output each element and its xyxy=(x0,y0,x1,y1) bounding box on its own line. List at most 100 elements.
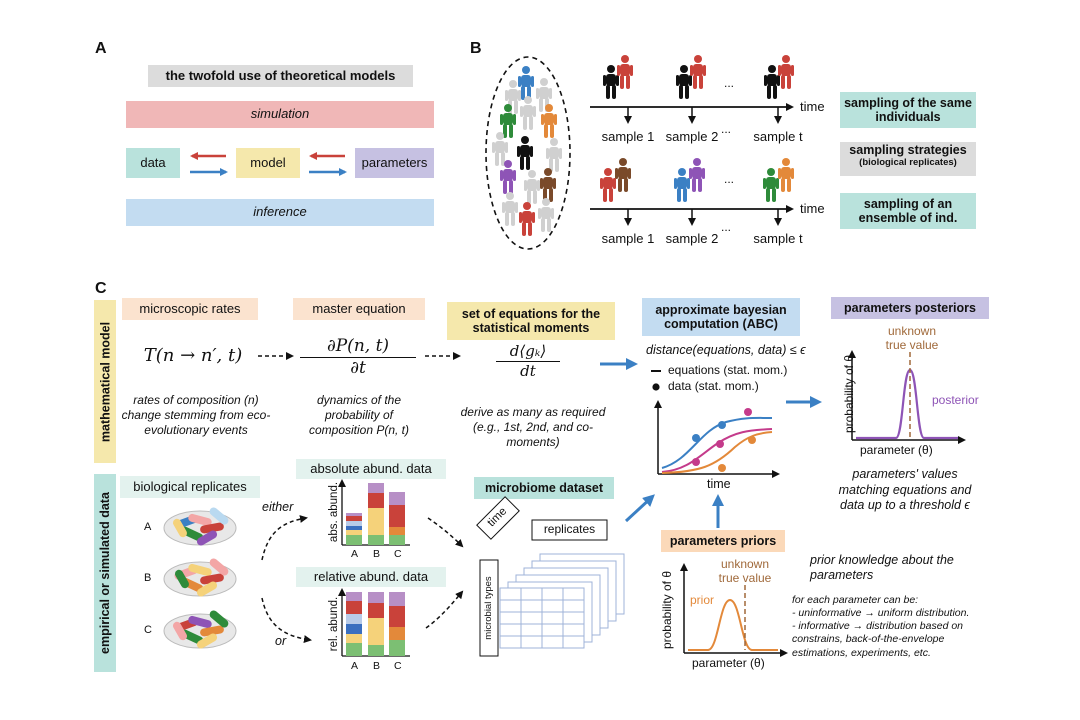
arrow-rel-to-dataset xyxy=(425,590,464,629)
prior-xlabel: parameter (θ) xyxy=(692,656,765,670)
ellipsis-bottom: ... xyxy=(724,172,735,186)
posteriors-title: parameters posteriors xyxy=(843,300,976,315)
side-data-bar xyxy=(94,474,116,672)
dataset-tag xyxy=(474,477,614,499)
replicate-a-cells xyxy=(163,507,237,546)
ellipsis-samples-bottom: ... xyxy=(721,220,732,234)
replicate-c-cells xyxy=(163,610,237,649)
time-label-bottom: time xyxy=(800,201,825,216)
arrow-abs-to-dataset xyxy=(427,517,464,548)
inference-label: inference xyxy=(253,204,307,220)
abc-time-label: time xyxy=(707,477,731,491)
posteriors-tag xyxy=(831,297,989,319)
panel-b-letter: B xyxy=(470,40,482,57)
replicate-b-cells xyxy=(163,558,237,597)
replicate-a-letter: A xyxy=(144,521,152,533)
sample-t-bottom: sample t xyxy=(753,230,803,246)
sample-1-top: sample 1 xyxy=(601,128,655,144)
title-box xyxy=(148,65,413,87)
curve-orange xyxy=(661,431,773,474)
side-model-bar xyxy=(94,300,116,463)
data-label: data xyxy=(140,154,166,170)
dataset-title: microbiome dataset xyxy=(484,480,604,495)
simulation-band xyxy=(126,101,434,128)
top-people xyxy=(603,55,794,99)
moments-caption: derive as many as required (e.g., 1st, 2… xyxy=(460,405,606,449)
population-people xyxy=(492,66,562,236)
post-curve-label: posterior xyxy=(932,393,979,407)
curve-blue xyxy=(661,416,773,469)
master-formula: ∂P(n, t) ∂t xyxy=(300,336,416,378)
replicate-c-letter: C xyxy=(144,624,152,636)
time-label-top: time xyxy=(800,99,825,114)
rel-bar-c-label: C xyxy=(394,660,402,672)
rates-caption: rates of composition (n) change stemming… xyxy=(121,393,271,437)
priors-title: parameters priors xyxy=(669,533,777,548)
posterior-plot xyxy=(848,350,966,444)
sample-t-top: sample t xyxy=(753,128,803,144)
strategies-title: sampling strategies xyxy=(849,143,967,157)
bottom-people xyxy=(600,158,794,202)
abs-ylabel: abs. abund. xyxy=(328,481,341,543)
post-xlabel: parameter (θ) xyxy=(860,443,933,457)
moment-numerator: d⟨gₖ⟩ xyxy=(496,342,560,362)
simulation-label: simulation xyxy=(250,106,310,122)
replicate-b-letter: B xyxy=(144,572,152,584)
moments-title: set of equations for the statistical mom… xyxy=(461,306,601,335)
panel-c-letter: C xyxy=(95,280,107,297)
ellipsis-samples-top: ... xyxy=(721,122,732,136)
dataset-types-label: microbial types xyxy=(482,576,494,640)
ensemble-box xyxy=(840,193,976,229)
legend-data-mark xyxy=(652,383,660,391)
replicates-box xyxy=(531,519,608,541)
micro-rates-label: microscopic rates xyxy=(139,300,241,316)
master-numerator: ∂P(n, t) xyxy=(300,336,416,358)
either-label: either xyxy=(262,500,294,514)
strategies-box xyxy=(840,142,976,176)
time-box xyxy=(476,496,520,540)
prior-knowledge: prior knowledge about the parameters xyxy=(810,553,954,582)
sample-2-bottom: sample 2 xyxy=(665,230,719,246)
ellipsis-top: ... xyxy=(724,76,735,90)
rel-bar-b-label: B xyxy=(373,660,381,672)
arrow-dataset-to-abc xyxy=(624,494,655,523)
abs-bar-b-label: B xyxy=(373,548,381,560)
data-box xyxy=(126,148,180,178)
prior-plot xyxy=(680,563,788,657)
priors-tag xyxy=(661,530,785,552)
parameters-label: parameters xyxy=(361,154,428,170)
model-box xyxy=(236,148,300,178)
panel-a-letter: A xyxy=(95,40,107,57)
post-true-label: unknown true value xyxy=(885,324,939,352)
prior-curve-label: prior xyxy=(690,593,715,607)
dataset-tables xyxy=(499,553,625,649)
rel-bar-chart xyxy=(338,588,410,657)
sample-1-bottom: sample 1 xyxy=(601,230,655,246)
rel-tag xyxy=(296,567,446,587)
same-individuals-box xyxy=(840,92,976,128)
abs-tag xyxy=(296,459,446,479)
master-eq-label: master equation xyxy=(312,300,406,316)
moments-tag xyxy=(447,302,615,340)
rel-bar-a-label: A xyxy=(351,660,359,672)
strategies-label: sampling strategies (biological replicat… xyxy=(840,143,976,168)
parameters-box xyxy=(355,148,434,178)
strategies-subtitle: (biological replicates) xyxy=(859,157,957,168)
abs-bar-c-label: C xyxy=(394,548,402,560)
master-caption: dynamics of the probability of compositi… xyxy=(308,393,410,437)
legend-data-label: data (stat. mom.) xyxy=(668,379,759,393)
rel-title: relative abund. data xyxy=(313,568,429,584)
abs-bar-a-label: A xyxy=(351,548,359,560)
abc-plot xyxy=(654,400,780,478)
arrow-either xyxy=(261,515,308,561)
abc-tag xyxy=(642,298,800,336)
moment-formula: d⟨gₖ⟩ dt xyxy=(496,342,560,380)
model-label: model xyxy=(250,154,286,170)
rel-ylabel: rel. abund. xyxy=(328,596,341,652)
ensemble-label: sampling of an ensemble of ind. xyxy=(858,196,958,225)
sample-2-top: sample 2 xyxy=(665,128,719,144)
same-individuals-label: sampling of the same individuals xyxy=(844,95,972,124)
abs-bar-chart xyxy=(338,479,410,546)
